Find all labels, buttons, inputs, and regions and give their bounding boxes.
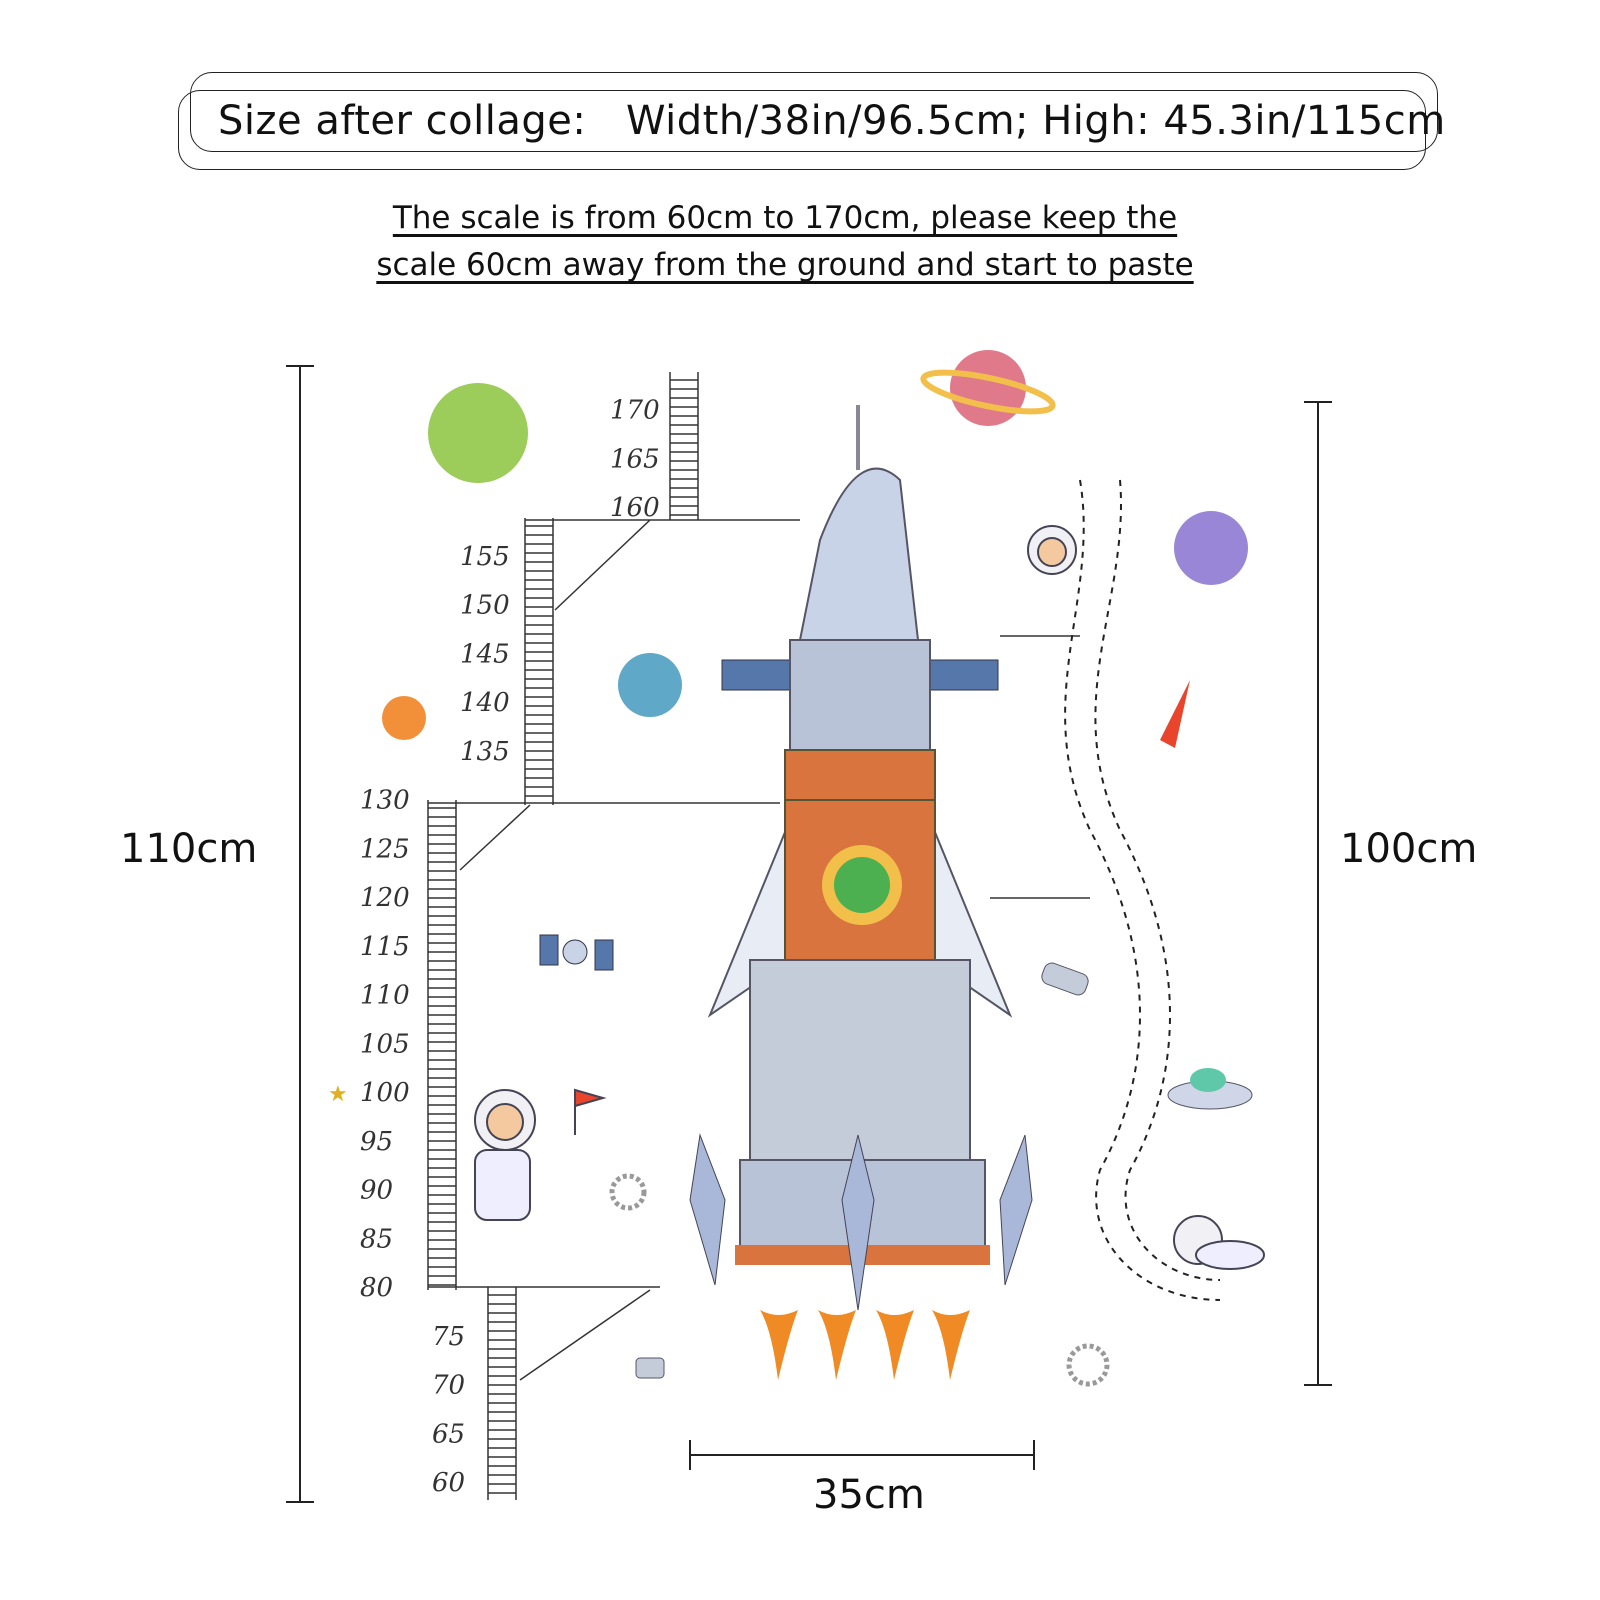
scale-tick-label: 165 (610, 444, 660, 474)
teal-planet-icon (618, 653, 682, 717)
orange-planet-icon (382, 696, 426, 740)
scale-tick-label: 60 (432, 1468, 465, 1498)
gear-icon (609, 1173, 1110, 1387)
header-frame-inner (178, 90, 1426, 170)
capsule-icon (635, 962, 1089, 1379)
rocket-illustration (689, 405, 1033, 1380)
scale-tick-label: 70 (432, 1371, 465, 1401)
scale-tick-label: 110 (360, 981, 410, 1011)
purple-planet-icon (1174, 511, 1248, 585)
scale-tick-label: 140 (460, 688, 510, 718)
left-height-label: 110cm (120, 826, 258, 872)
scale-tick-label: 65 (432, 1419, 465, 1449)
astronaut-on-ladder (1027, 525, 1077, 575)
scale-tick-label: 160 (610, 493, 660, 523)
rope-ladder-left-rail (1064, 479, 1221, 1301)
ringed-planet-icon (920, 350, 1056, 426)
scale-tick-label: 155 (460, 542, 510, 572)
ufo-icon (1167, 1068, 1253, 1110)
scale-tick-labels: 170 165 160 155 150 145 140 135 130 125 120 115 110 1… (360, 396, 660, 1499)
instruction-text-1: The scale is from 60cm to 170cm, please … (392, 200, 1178, 236)
astronaut-with-flag (474, 1088, 607, 1221)
scale-tick-label: 105 (360, 1029, 410, 1059)
satellite-icon (539, 934, 614, 971)
header-frame-outer (190, 72, 1438, 152)
ladder-segment (427, 800, 457, 1290)
ladder-segment (487, 1287, 517, 1500)
right-height-label: 100cm (1340, 826, 1478, 872)
scale-tick-label: 170 (610, 396, 660, 426)
bottom-width-label: 35cm (813, 1472, 925, 1518)
rope-ladder-right-rail (1094, 479, 1221, 1281)
scale-tick-label: 125 (360, 834, 410, 864)
scale-tick-label: 130 (360, 786, 410, 816)
scale-tick-label: 90 (360, 1176, 393, 1206)
instruction-text-2: scale 60cm away from the ground and star… (376, 247, 1194, 283)
scale-tick-label: 115 (360, 932, 410, 962)
instruction-line-2: scale 60cm away from the ground and star… (0, 247, 1570, 283)
scale-tick-label: 145 (460, 639, 510, 669)
star-marker-icon: ★ (328, 1082, 348, 1107)
ladder-segment (669, 372, 699, 520)
ladder-platforms (428, 519, 1090, 1381)
right-dimension-line (1304, 401, 1332, 1386)
scale-tick-label: 85 (360, 1224, 393, 1254)
green-planet-icon (428, 383, 528, 483)
height-scale-ladder (427, 372, 1090, 1500)
scale-tick-label: 80 (360, 1273, 393, 1303)
bottom-dimension-line (689, 1440, 1035, 1470)
instruction-line-1: The scale is from 60cm to 170cm, please … (0, 200, 1570, 236)
scale-tick-label: 100 (360, 1078, 410, 1108)
small-rocket-icon (1160, 680, 1190, 748)
scale-tick-label: 75 (432, 1322, 465, 1352)
dimension-lines (286, 365, 1332, 1503)
left-dimension-line (286, 365, 314, 1503)
scale-tick-label: 150 (460, 591, 510, 621)
scale-tick-label: 95 (360, 1127, 393, 1157)
scale-tick-label: 120 (360, 883, 410, 913)
rocket-flames (760, 1310, 970, 1380)
size-after-collage-text: Size after collage: Width/38in/96.5cm; H… (218, 98, 1446, 144)
astronaut-floating (1173, 1215, 1265, 1270)
scale-tick-label: 135 (460, 737, 510, 767)
ladder-segment (524, 518, 554, 805)
